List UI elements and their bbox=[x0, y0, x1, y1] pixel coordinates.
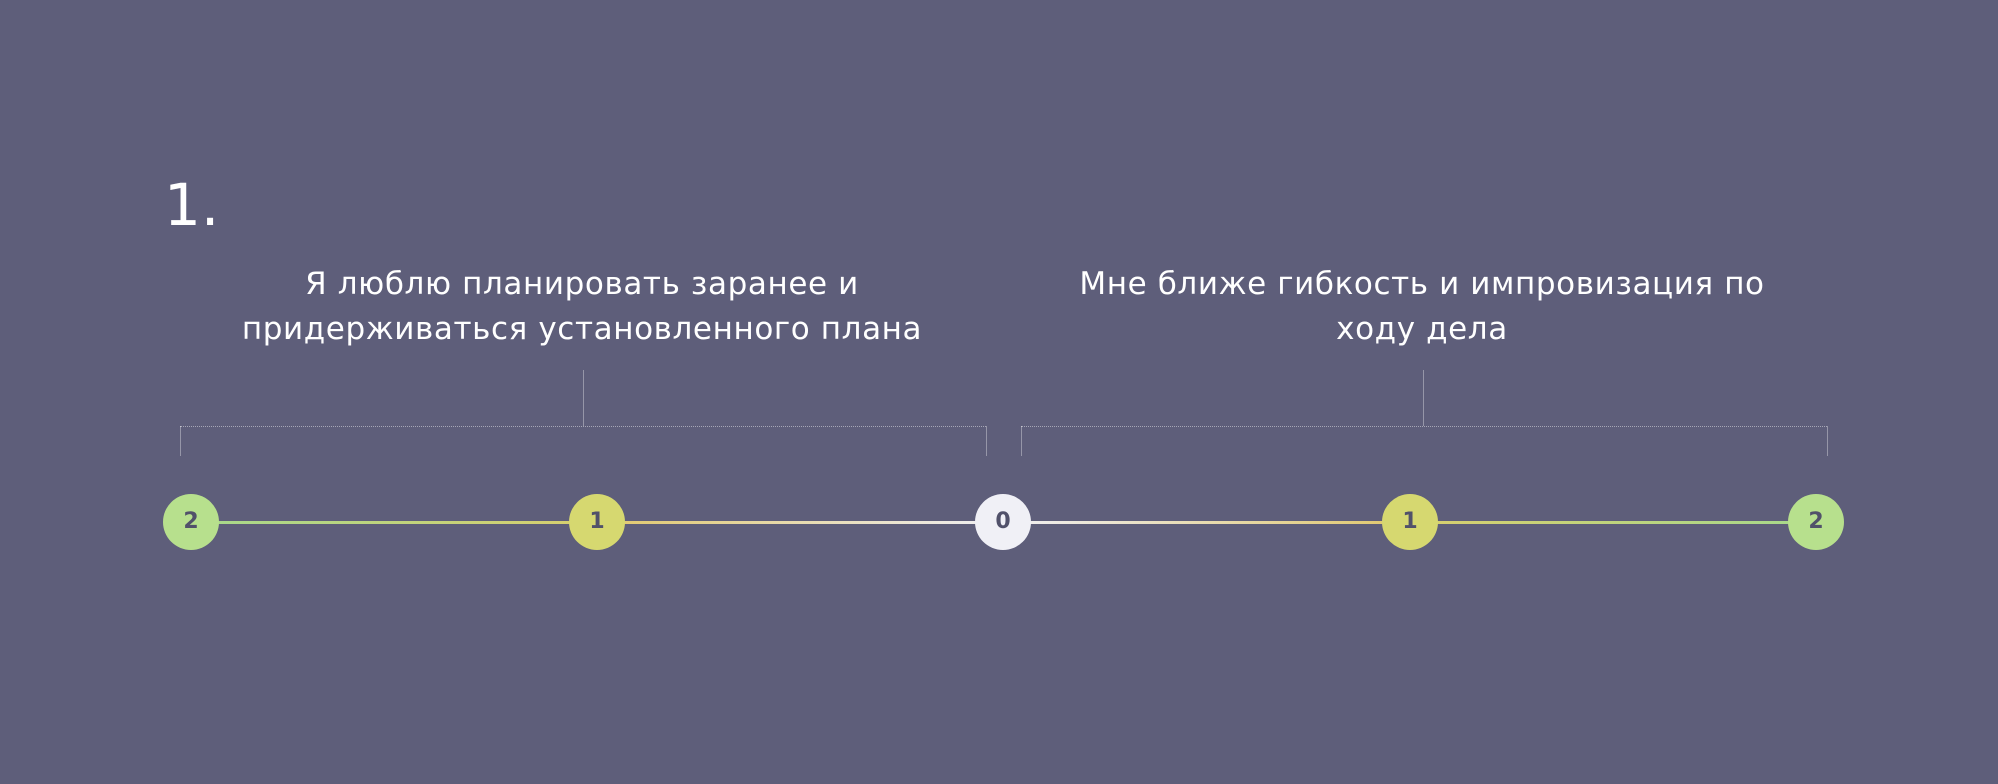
scale-track-segment bbox=[597, 521, 1003, 524]
question-number: 1. bbox=[164, 171, 220, 239]
scale-track-segment bbox=[1003, 521, 1410, 524]
scale-point-left-1[interactable]: 1 bbox=[569, 494, 625, 550]
left-statement: Я люблю планировать заранее и придержива… bbox=[241, 266, 923, 347]
scale-point-left-2[interactable]: 2 bbox=[163, 494, 219, 550]
right-statement-connector bbox=[1423, 370, 1424, 426]
scale-point-right-2[interactable]: 2 bbox=[1788, 494, 1844, 550]
left-bracket-line bbox=[180, 426, 986, 427]
scale-track-segment bbox=[191, 521, 597, 524]
left-bracket-end-tick bbox=[986, 426, 987, 456]
left-statement-connector bbox=[583, 370, 584, 426]
scale-point-neutral-0[interactable]: 0 bbox=[975, 494, 1031, 550]
scale-track-segment bbox=[1410, 521, 1816, 524]
right-bracket-start-tick bbox=[1021, 426, 1022, 456]
right-statement: Мне ближе гибкость и импровизация по ход… bbox=[1079, 266, 1765, 347]
scale-point-right-1[interactable]: 1 bbox=[1382, 494, 1438, 550]
right-bracket-line bbox=[1021, 426, 1827, 427]
left-bracket-start-tick bbox=[180, 426, 181, 456]
right-bracket-end-tick bbox=[1827, 426, 1828, 456]
